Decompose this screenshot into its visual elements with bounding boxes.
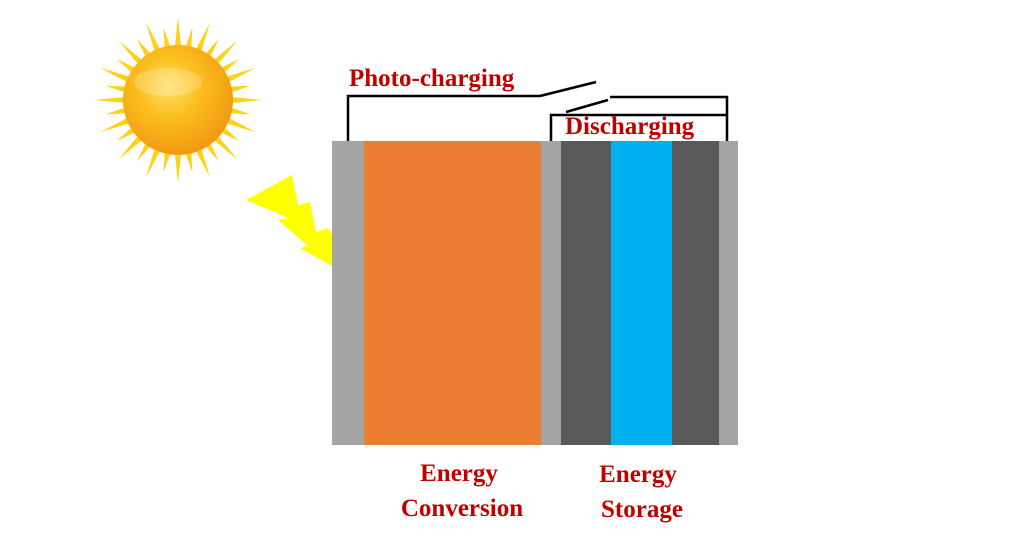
sun-ray xyxy=(194,146,211,178)
sun-ray xyxy=(116,126,137,142)
sun-ray xyxy=(163,150,171,173)
sun-ray xyxy=(219,126,240,142)
sun-ray xyxy=(228,107,251,115)
sun-ray xyxy=(185,27,193,50)
conversion-left-collector xyxy=(332,141,364,445)
switch-icon xyxy=(539,80,597,98)
sun-ray xyxy=(94,96,127,104)
sun-ray xyxy=(105,107,128,115)
sun-ray xyxy=(136,141,152,162)
storage-electrode-right xyxy=(672,141,719,445)
sun-ray xyxy=(185,150,193,173)
sun-ray xyxy=(228,85,251,93)
sun-core xyxy=(123,45,233,155)
sun-ray xyxy=(118,134,144,160)
photo-charging-wire xyxy=(346,94,540,141)
sun-ray xyxy=(105,85,128,93)
sun-rays xyxy=(94,16,262,184)
discharging-label: Discharging xyxy=(565,113,695,140)
sun-ray xyxy=(100,116,132,133)
device-stack xyxy=(332,141,738,445)
photo-charging-label: Photo-charging xyxy=(349,65,515,92)
energy-conversion-label-line1: Energy xyxy=(420,460,498,487)
sun-ray xyxy=(194,22,211,54)
energy-conversion-label-line2: Conversion xyxy=(401,495,523,522)
sun-ray xyxy=(224,116,256,133)
sun-ray xyxy=(219,58,240,74)
energy-storage-label-line1: Energy xyxy=(599,461,677,488)
sun-icon xyxy=(94,16,262,184)
sun-highlight xyxy=(134,68,202,96)
energy-conversion-layer xyxy=(364,141,541,445)
sun-ray xyxy=(212,40,238,66)
sun-ray xyxy=(136,38,152,59)
shared-middle-collector xyxy=(541,141,561,445)
sun-ray xyxy=(163,27,171,50)
sun-ray xyxy=(174,151,182,184)
sun-ray xyxy=(204,141,220,162)
sun-ray xyxy=(174,16,182,49)
circuit xyxy=(346,80,729,141)
sun-ray xyxy=(145,146,162,178)
storage-electrolyte xyxy=(611,141,672,445)
sun-ray xyxy=(145,22,162,54)
sun-ray xyxy=(100,67,132,84)
sun-ray xyxy=(116,58,137,74)
storage-right-collector xyxy=(719,141,738,445)
sun-ray xyxy=(229,96,262,104)
sun-ray xyxy=(212,134,238,160)
switch-contact-wire xyxy=(610,95,729,141)
sun-ray xyxy=(224,67,256,84)
storage-electrode-left xyxy=(561,141,611,445)
switch-arm xyxy=(565,98,609,114)
discharging-wire xyxy=(549,113,727,141)
sun-ray xyxy=(118,40,144,66)
sun-ray xyxy=(204,38,220,59)
energy-storage-label-line2: Storage xyxy=(601,496,683,523)
